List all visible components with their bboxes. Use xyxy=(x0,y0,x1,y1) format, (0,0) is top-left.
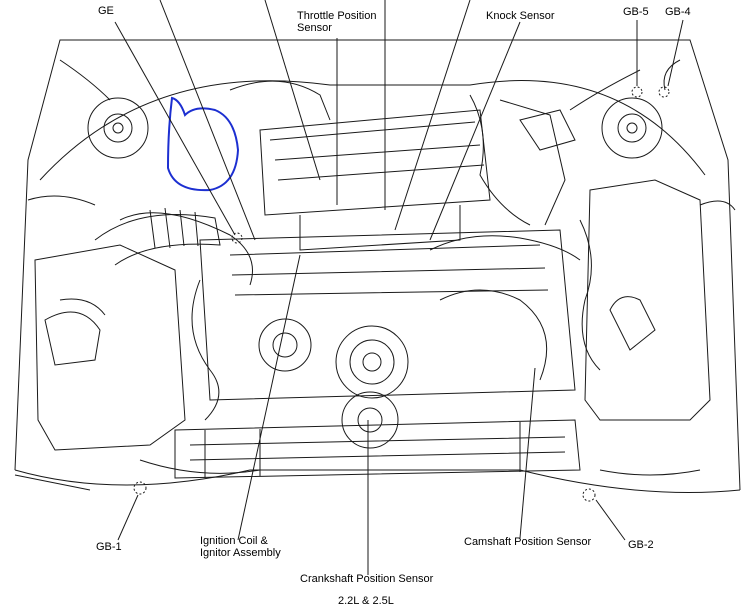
crank-pulley xyxy=(341,391,399,449)
leader-camshaft xyxy=(519,367,536,539)
brake-reservoir xyxy=(519,109,576,151)
label-ge: GE xyxy=(98,5,114,17)
label-ignition-line2: Ignitor Assembly xyxy=(200,547,281,559)
label-knock-sensor: Knock Sensor xyxy=(486,10,555,22)
leader-gb4 xyxy=(667,19,684,87)
label-gb1: GB-1 xyxy=(96,541,122,553)
label-crankshaft-sensor: Crankshaft Position Sensor xyxy=(300,573,434,585)
ground-point-gb5 xyxy=(631,86,643,98)
label-engine-size: 2.2L & 2.5L xyxy=(338,595,394,607)
label-gb5: GB-5 xyxy=(623,6,649,18)
label-gb4: GB-4 xyxy=(665,6,691,18)
ground-point-gb2 xyxy=(582,488,596,502)
leader-gb1 xyxy=(117,494,139,541)
leader-gb2 xyxy=(595,499,626,541)
right-strut-tower xyxy=(601,97,663,159)
ground-point-gb1 xyxy=(133,481,147,495)
engine-block xyxy=(199,229,576,401)
alternator xyxy=(335,325,409,399)
front-bumper-line xyxy=(14,469,741,493)
label-camshaft-sensor: Camshaft Position Sensor xyxy=(464,536,592,548)
air-cleaner-box xyxy=(34,244,186,451)
intake-duct xyxy=(94,214,221,266)
label-throttle-line1: Throttle Position xyxy=(297,10,377,22)
ground-point-ge xyxy=(231,232,243,244)
intake-plenum xyxy=(259,109,491,216)
reservoir xyxy=(584,179,711,421)
engine-bay-outline xyxy=(14,39,741,491)
ground-point-gb4 xyxy=(658,86,670,98)
highlight-circle xyxy=(166,96,240,192)
cowl-line xyxy=(39,80,706,181)
label-throttle-line2: Sensor xyxy=(297,22,332,34)
leader-knock xyxy=(429,21,521,241)
leader-ignition xyxy=(237,254,301,541)
label-ignition-line1: Ignition Coil & xyxy=(200,535,268,547)
radiator xyxy=(174,419,581,479)
label-gb2: GB-2 xyxy=(628,539,654,551)
leader-ge xyxy=(114,21,236,236)
left-strut-tower xyxy=(87,97,149,159)
